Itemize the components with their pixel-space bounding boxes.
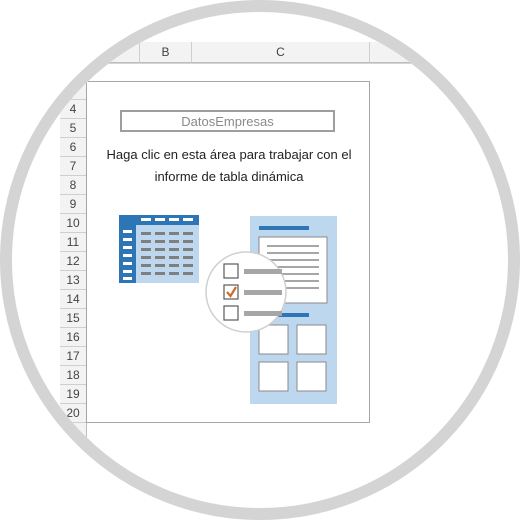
- row-header-9[interactable]: 9: [60, 195, 87, 214]
- column-header-empty: [370, 42, 508, 63]
- column-header-c[interactable]: C: [192, 42, 370, 63]
- pivot-illustration: [119, 215, 337, 404]
- row-header-6[interactable]: 6: [60, 138, 87, 157]
- row-header-5[interactable]: 5: [60, 119, 87, 138]
- row-header-14[interactable]: 14: [60, 290, 87, 309]
- checkbox-magnifier-icon: [205, 251, 287, 333]
- column-header-a[interactable]: A: [86, 42, 140, 63]
- row-header-18[interactable]: 18: [60, 366, 87, 385]
- row-header-15[interactable]: 15: [60, 309, 87, 328]
- row-header-13[interactable]: 13: [60, 271, 87, 290]
- row-header-17[interactable]: 17: [60, 347, 87, 366]
- pivot-table-name: DatosEmpresas: [120, 110, 335, 132]
- pivot-instruction-line-1: Haga clic en esta área para trabajar con…: [106, 147, 352, 162]
- header-divider-line: [86, 63, 508, 64]
- pivot-instruction-line-2: informe de tabla dinámica: [154, 169, 304, 184]
- row-header-8[interactable]: 8: [60, 176, 87, 195]
- row-header-10[interactable]: 10: [60, 214, 87, 233]
- row-header-4[interactable]: 4: [60, 100, 87, 119]
- row-header-3[interactable]: 3: [60, 81, 87, 100]
- row-header-19[interactable]: 19: [60, 385, 87, 404]
- row-header-7[interactable]: 7: [60, 157, 87, 176]
- row-header-16[interactable]: 16: [60, 328, 87, 347]
- pivot-table-placeholder[interactable]: DatosEmpresas Haga clic en esta área par…: [86, 81, 370, 423]
- pivot-instruction: Haga clic en esta área para trabajar con…: [87, 144, 371, 188]
- row-header-21[interactable]: 21: [60, 423, 87, 442]
- row-header-20[interactable]: 20: [60, 404, 87, 423]
- table-graphic-icon: [119, 215, 199, 283]
- column-header-b[interactable]: B: [140, 42, 192, 63]
- row-header-12[interactable]: 12: [60, 252, 87, 271]
- row-header-11[interactable]: 11: [60, 233, 87, 252]
